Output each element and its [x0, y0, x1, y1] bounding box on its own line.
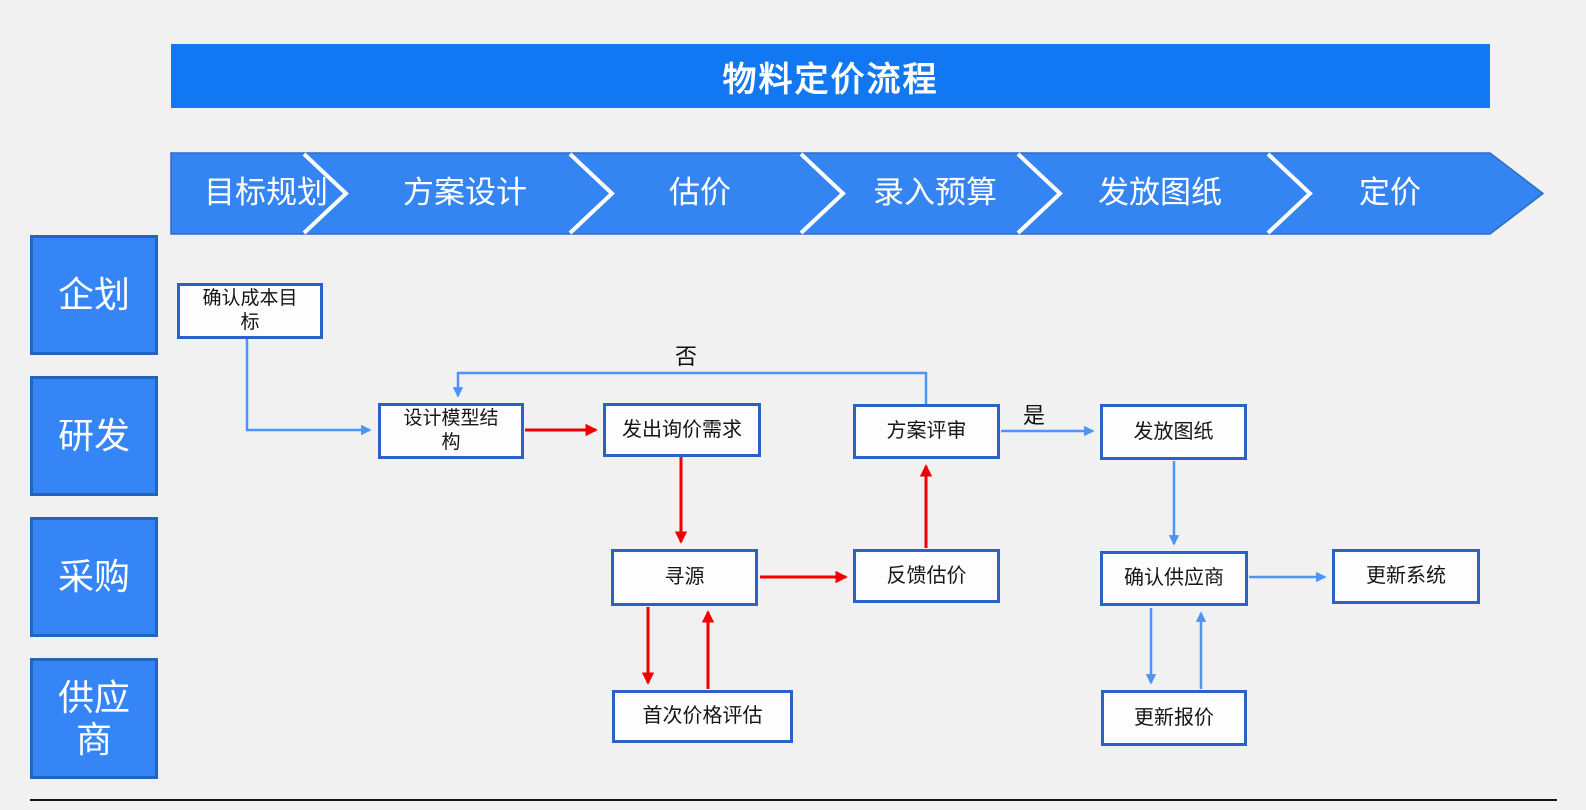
node-design-model-structure: 设计模型结 构 — [378, 403, 524, 459]
node-first-price-evaluation: 首次价格评估 — [612, 690, 793, 743]
node-confirm-supplier: 确认供应商 — [1100, 551, 1248, 606]
node-plan-review: 方案评审 — [853, 404, 1000, 459]
node-confirm-cost-target: 确认成本目 标 — [177, 283, 323, 339]
node-send-inquiry-request: 发出询价需求 — [603, 403, 761, 457]
arrow-confirm-cost-to-design-model — [245, 336, 372, 436]
chevron-separator-4 — [1016, 152, 1063, 235]
node-release-drawings: 发放图纸 — [1100, 404, 1247, 460]
node-update-quote: 更新报价 — [1101, 690, 1247, 746]
phase-budget-entry: 录入预算 — [873, 175, 997, 210]
phase-target-planning: 目标规划 — [204, 175, 328, 210]
phase-estimation: 估价 — [669, 175, 731, 210]
node-update-system: 更新系统 — [1332, 549, 1480, 604]
page-title: 物料定价流程 — [171, 44, 1490, 108]
chevron-separator-2 — [568, 152, 615, 235]
bottom-divider — [30, 799, 1557, 801]
phase-chevron-band — [170, 152, 1545, 235]
chevron-separator-3 — [799, 152, 846, 235]
edge-label-no: 否 — [674, 344, 697, 369]
swimlane-procurement: 采购 — [30, 517, 158, 637]
phase-release-drawings: 发放图纸 — [1098, 175, 1222, 210]
chevron-separator-5 — [1266, 152, 1313, 235]
chevron-separator-1 — [302, 152, 349, 235]
swimlane-planning: 企划 — [30, 235, 158, 355]
phase-scheme-design: 方案设计 — [403, 175, 527, 210]
arrow-plan-review-no-to-design-model — [452, 371, 928, 404]
node-sourcing: 寻源 — [611, 549, 758, 606]
edge-label-yes: 是 — [1022, 403, 1045, 428]
swimlane-supplier: 供应 商 — [30, 658, 158, 779]
node-feedback-estimate: 反馈估价 — [853, 549, 1000, 603]
phase-pricing: 定价 — [1359, 175, 1421, 210]
swimlane-rnd: 研发 — [30, 376, 158, 496]
